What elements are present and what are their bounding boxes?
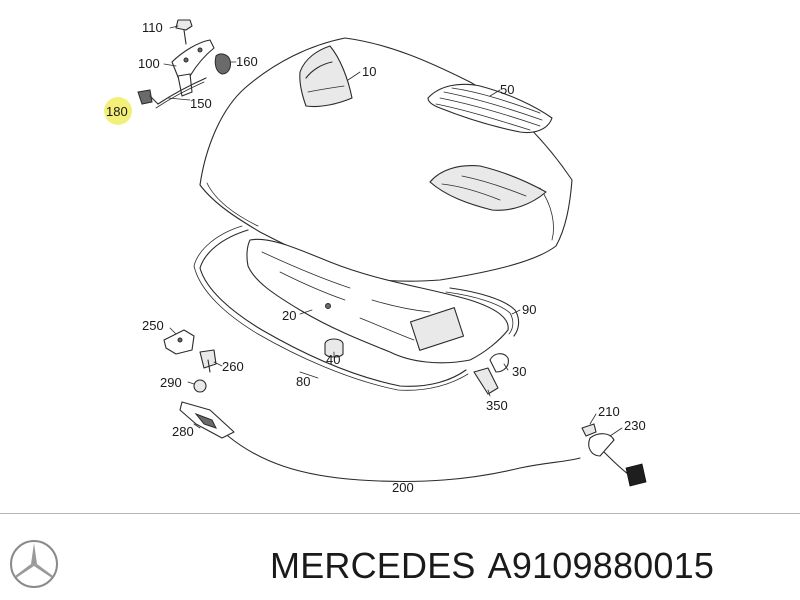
hood-latch	[473, 353, 509, 395]
rubber-buffer	[324, 338, 344, 358]
footer-divider	[0, 513, 800, 514]
part-number: A9109880015	[487, 545, 715, 586]
release-cable	[227, 435, 581, 483]
part-label-150: 150	[190, 96, 212, 111]
insulation-pad	[246, 238, 509, 364]
cable-connector	[581, 423, 647, 487]
vent-grille	[427, 83, 553, 134]
brand-name: MERCEDES	[270, 545, 476, 586]
part-label-100: 100	[138, 56, 160, 71]
latch-bracket	[163, 329, 217, 373]
part-label-260: 260	[222, 359, 244, 374]
mercedes-star-icon	[10, 540, 58, 588]
part-label-210: 210	[598, 404, 620, 419]
part-label-30: 30	[512, 364, 526, 379]
release-handle	[179, 379, 235, 439]
part-label-110: 110	[142, 20, 163, 35]
leader-lines	[163, 25, 623, 437]
hood-seal-rear	[445, 287, 520, 337]
part-label-80: 80	[296, 374, 310, 389]
hood-seal-front	[193, 225, 469, 391]
part-label-90: 90	[522, 302, 536, 317]
part-label-250: 250	[142, 318, 164, 333]
part-callouts: 110 100 160 10 50 180 150 90 20 250 40 3…	[106, 20, 646, 495]
part-label-160: 160	[236, 54, 258, 69]
highlight-marker	[104, 97, 132, 125]
part-label-200: 200	[392, 480, 414, 495]
part-label-350: 350	[486, 398, 508, 413]
part-label-230: 230	[624, 418, 646, 433]
footer-caption: MERCEDES A9109880015	[270, 545, 794, 595]
part-label-10: 10	[362, 64, 376, 79]
part-label-290: 290	[160, 375, 182, 390]
part-label-280: 280	[172, 424, 194, 439]
part-label-20: 20	[282, 308, 296, 323]
hood-hinge-assembly	[137, 19, 231, 109]
part-label-40: 40	[326, 352, 340, 367]
part-label-50: 50	[500, 82, 514, 97]
part-label-180: 180	[106, 104, 128, 119]
